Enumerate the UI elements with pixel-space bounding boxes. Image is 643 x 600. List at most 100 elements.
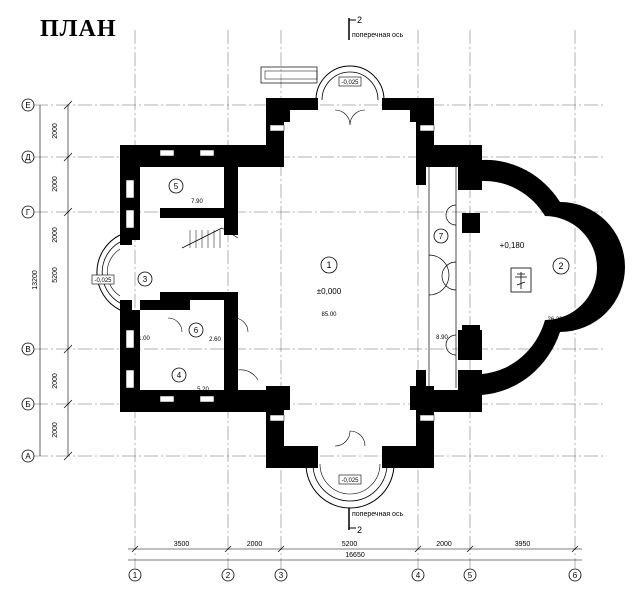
wall-segment	[290, 98, 318, 110]
left-dim-label: 2000	[52, 373, 59, 389]
row-axis-label: В	[25, 345, 30, 354]
cross-icon	[515, 272, 527, 289]
col-axis-label: 4	[416, 571, 421, 580]
room-6-area: 2.60	[209, 337, 221, 343]
window	[269, 124, 285, 132]
window	[199, 149, 215, 157]
porch-left-arc	[96, 234, 121, 311]
row-axis-marker	[21, 397, 35, 411]
wall-segment	[120, 300, 132, 310]
porch-top-arc	[315, 65, 385, 101]
wall-segment	[462, 213, 480, 233]
door-swing-room6	[233, 317, 249, 333]
left-dim-label: 2000	[52, 227, 59, 243]
section-mark-bottom: 2 поперечная ось	[348, 508, 403, 535]
row-axis-label: Г	[26, 208, 31, 217]
window	[419, 124, 435, 132]
wall-segment	[120, 145, 234, 167]
left-dim-total: 13200	[32, 270, 39, 290]
door-swing-top	[334, 109, 366, 126]
section-number-top: 2	[357, 15, 362, 25]
row-axis-marker	[21, 205, 35, 219]
wall-segment	[160, 208, 230, 218]
wall-segment	[120, 390, 234, 412]
row-axis-marker	[21, 449, 35, 463]
row-axis-label: А	[25, 452, 31, 461]
wall-segment	[120, 310, 140, 390]
wall-segment	[382, 98, 410, 110]
porch-level-top: -0,025	[341, 80, 359, 86]
room-5-number: 5	[174, 182, 179, 191]
room-2-number: 2	[558, 261, 563, 271]
wall-segment	[462, 325, 480, 345]
stair-line	[181, 227, 223, 249]
wall-segment	[120, 165, 140, 240]
porch-levels: -0,025 -0,025 -0,025	[91, 76, 362, 485]
window	[125, 369, 135, 389]
window	[125, 329, 135, 349]
row-axis-marker	[21, 150, 35, 164]
altar-table	[510, 267, 532, 293]
pillar	[416, 165, 426, 185]
bottom-dim-label: 2000	[436, 541, 452, 548]
row-axis-marker	[21, 342, 35, 356]
door-swing-room4	[237, 369, 259, 381]
window	[419, 414, 435, 422]
wall-segment	[266, 446, 318, 468]
bottom-dim-label: 3500	[174, 541, 190, 548]
room-1-number: 1	[326, 260, 331, 270]
wall-segment	[120, 235, 132, 245]
wall-segment	[224, 165, 238, 235]
room-2-area: 26.20	[547, 317, 563, 323]
porch-top-ramp	[260, 66, 318, 84]
row-axis-label: Д	[25, 153, 31, 162]
row-axis-label: Е	[25, 101, 30, 110]
window	[159, 395, 175, 403]
left-dim-label: 5200	[52, 267, 59, 283]
col-axis-marker	[221, 568, 235, 582]
room-labels: 1 ±0,000 85.00 2 +0,180 26.20 3 2.15 4 5…	[137, 178, 570, 393]
window	[125, 179, 135, 199]
room-2-level: +0,180	[500, 241, 525, 250]
col-axis-marker	[463, 568, 477, 582]
window	[199, 395, 215, 403]
col-axis-marker	[568, 568, 582, 582]
wall-segment	[140, 300, 190, 310]
overall-dim-label: 16650	[345, 552, 365, 559]
section-label-bottom: поперечная ось	[352, 511, 403, 518]
pillar	[416, 370, 426, 390]
small-area: 1.00	[138, 336, 150, 342]
row-axis-label: Б	[25, 400, 30, 409]
room-4-area: 5.20	[197, 387, 209, 393]
window	[159, 149, 175, 157]
wall-segment	[266, 98, 290, 122]
door-swing-bottom	[334, 430, 366, 447]
col-axis-label: 1	[133, 571, 138, 580]
col-axis-marker	[128, 568, 142, 582]
room-4-number: 4	[177, 371, 182, 380]
room-3-area: 2.15	[144, 301, 156, 307]
section-mark-top: 2 поперечная ось	[348, 15, 403, 40]
bottom-dim-label: 2000	[247, 541, 263, 548]
left-dim-label: 2000	[52, 176, 59, 192]
wall-segment	[234, 390, 284, 412]
left-dim-label: 2000	[52, 123, 59, 139]
room-7-area: 8.90	[436, 335, 448, 341]
wall-segment	[160, 292, 230, 300]
apse-wall	[482, 159, 625, 395]
wall-segment	[382, 446, 434, 468]
plan-details	[96, 65, 532, 509]
bottom-dim-label: 3950	[515, 541, 531, 548]
wall-segment	[224, 292, 238, 390]
col-axis-label: 2	[226, 571, 231, 580]
bottom-dim-label: 5200	[342, 541, 358, 548]
room-3-number: 3	[143, 275, 148, 284]
porch-level-left: -0,025	[94, 278, 112, 284]
section-label-top: поперечная ось	[352, 32, 403, 39]
room-1-level: ±0,000	[317, 287, 342, 296]
room-5-area: 7.90	[191, 199, 203, 205]
walls	[120, 98, 625, 468]
porch-level-bottom: -0,025	[341, 478, 359, 484]
col-axis-label: 5	[468, 571, 473, 580]
